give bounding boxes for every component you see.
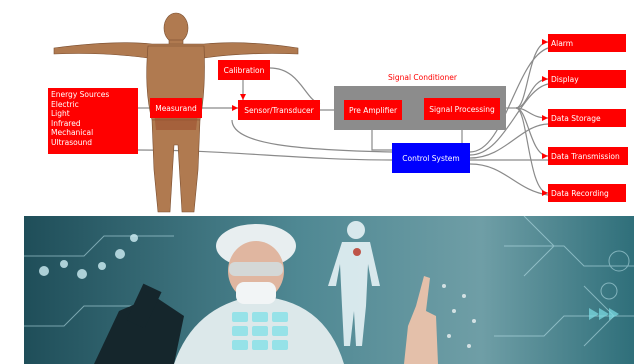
input-energy-sources: Energy Sources [51,90,110,99]
pre-amplifier-box: Pre Amplifier [344,100,402,120]
signal-processing-box: Signal Processing [424,98,500,120]
input-ultrasound: Ultrasound [51,137,92,147]
energy-sources-box: Energy Sources Electric Light Infrared M… [48,88,138,154]
output-alarm-box: Alarm [548,34,626,52]
human-body-hologram-icon [328,221,380,346]
output-data-recording-box: Data Recording [548,184,626,202]
output-display-box: Display [548,70,626,88]
output-data-storage-label: Data Storage [551,113,601,123]
pointing-hand [404,276,438,364]
input-electric: Electric [51,99,79,109]
signal-processing-label: Signal Processing [429,104,495,114]
control-system-label: Control System [402,153,460,163]
biomedical-instrumentation-diagram: Energy Sources Electric Light Infrared M… [48,12,628,213]
output-data-recording-label: Data Recording [551,188,609,198]
microscope-icon [94,283,184,364]
medical-technology-photo [24,216,634,364]
measurand-label: Measurand [155,103,197,113]
touch-keypad-icon [232,312,288,350]
signal-conditioner-label: Signal Conditioner [388,73,457,82]
control-system-box: Control System [392,143,470,173]
output-display-label: Display [551,74,579,84]
output-data-storage-box: Data Storage [548,109,626,127]
measurand-box: Measurand [150,98,202,118]
pre-amplifier-label: Pre Amplifier [348,105,398,115]
input-infrared: Infrared [51,118,81,128]
input-mechanical: Mechanical [51,128,94,137]
calibration-label: Calibration [223,65,265,75]
molecule-icon [39,234,138,279]
sensor-transducer-label: Sensor/Transducer [244,105,314,115]
calibration-box: Calibration [218,60,270,80]
sensor-transducer-box: Sensor/Transducer [238,100,320,120]
output-data-transmission-box: Data Transmission [548,147,628,165]
input-light: Light [51,109,70,118]
output-data-transmission-label: Data Transmission [551,151,620,161]
photo-illustration [24,216,634,364]
output-alarm-label: Alarm [551,38,574,48]
